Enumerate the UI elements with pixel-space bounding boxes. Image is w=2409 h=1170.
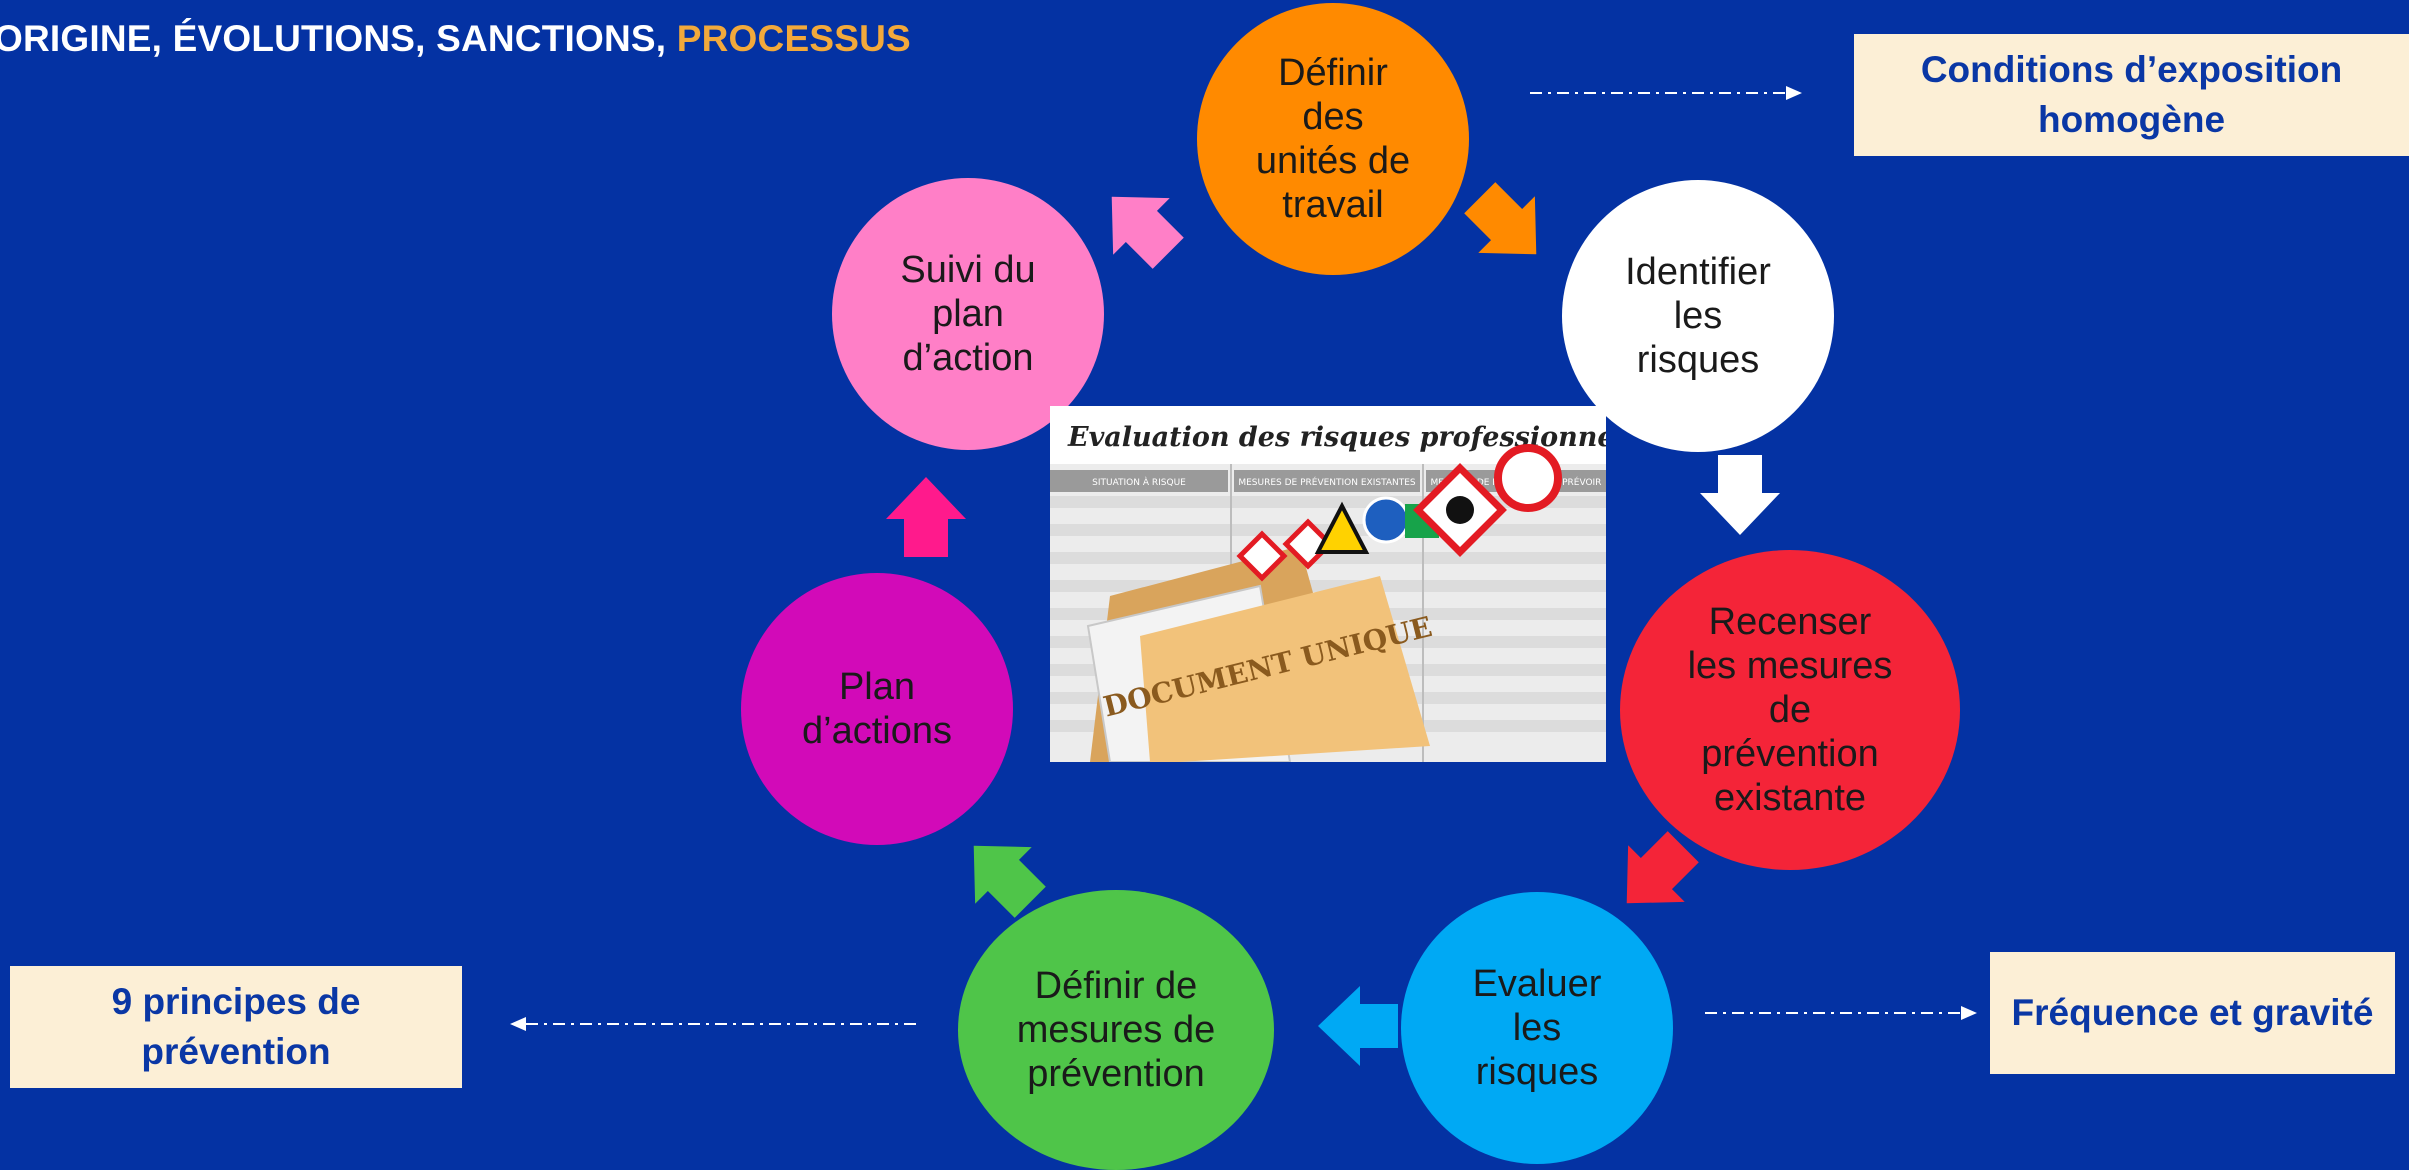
arrow-suivi-to-definir [1083, 168, 1196, 281]
note-principes-text: 9 principes de prévention [111, 981, 361, 1072]
note-frequence-text: Fréquence et gravité [2011, 992, 2374, 1033]
no-entry-sign [1494, 444, 1562, 512]
arrow-definir-mesures-to-plan [945, 817, 1058, 930]
step-label-line: prévention [1701, 733, 1879, 775]
connector-conditions [1530, 86, 1802, 100]
step-label-line: d’action [902, 337, 1034, 379]
document-illustration: SITUATION À RISQUE MESURES DE PRÉVENTION… [1050, 406, 1606, 762]
helmet-sign [1362, 496, 1410, 544]
arrow-identifier-to-recenser [1700, 455, 1780, 535]
step-label-line: les mesures [1687, 645, 1893, 687]
step-label-line: travail [1282, 184, 1384, 226]
step-label-line: Identifier [1625, 251, 1771, 293]
doc-column-1: SITUATION À RISQUE [1092, 476, 1186, 488]
arrow-definir-to-identifier [1451, 169, 1564, 282]
step-label-line: existante [1713, 777, 1867, 819]
biohazard-sign [1314, 501, 1370, 554]
doc-column-2: MESURES DE PRÉVENTION EXISTANTES [1238, 476, 1416, 488]
step-label-line: mesures de [1016, 1009, 1216, 1051]
step-label-line: plan [932, 293, 1004, 335]
step-label-line: les [1673, 295, 1723, 337]
step-label-line: Définir de [1034, 965, 1198, 1007]
step-label-line: risques [1636, 339, 1760, 381]
title-main: ORIGINE, ÉVOLUTIONS, SANCTIONS, [0, 18, 667, 59]
note-conditions-exposition: Conditions d’exposition homogène [1854, 34, 2409, 156]
step-label-line: unités de [1255, 140, 1411, 182]
step-label-line: risques [1475, 1051, 1599, 1093]
step-label-line: d’actions [802, 710, 952, 752]
note-principes-prevention: 9 principes de prévention [10, 966, 462, 1088]
arrow-recenser-to-evaluer [1598, 818, 1711, 931]
step-label-line: des [1302, 96, 1364, 138]
folder-front [1140, 576, 1430, 762]
connector-principes [510, 1017, 920, 1031]
health-hazard-figure [1446, 496, 1474, 524]
title-accent: PROCESSUS [676, 18, 911, 59]
document-unique-image: SITUATION À RISQUE MESURES DE PRÉVENTION… [1050, 406, 1606, 762]
step-label-line: Suivi du [900, 249, 1036, 291]
step-label-line: les [1512, 1007, 1562, 1049]
page-title: ORIGINE, ÉVOLUTIONS, SANCTIONS, PROCESSU… [0, 18, 911, 60]
arrow-plan-to-suivi [886, 477, 966, 557]
note-conditions-text: Conditions d’exposition homogène [1920, 49, 2343, 140]
step-label-line: prévention [1027, 1053, 1205, 1095]
hazard-pictogram-1 [1236, 530, 1288, 582]
connector-frequence [1705, 1006, 1977, 1020]
step-label-line: Evaluer [1472, 963, 1602, 1005]
arrow-evaluer-to-definir-mesures [1318, 986, 1398, 1066]
step-label-line: Définir [1278, 52, 1388, 94]
step-label-line: Recenser [1708, 601, 1872, 643]
step-label-line: de [1768, 689, 1812, 731]
note-frequence-gravite: Fréquence et gravité [1990, 952, 2395, 1074]
step-label-line: Plan [838, 666, 916, 708]
